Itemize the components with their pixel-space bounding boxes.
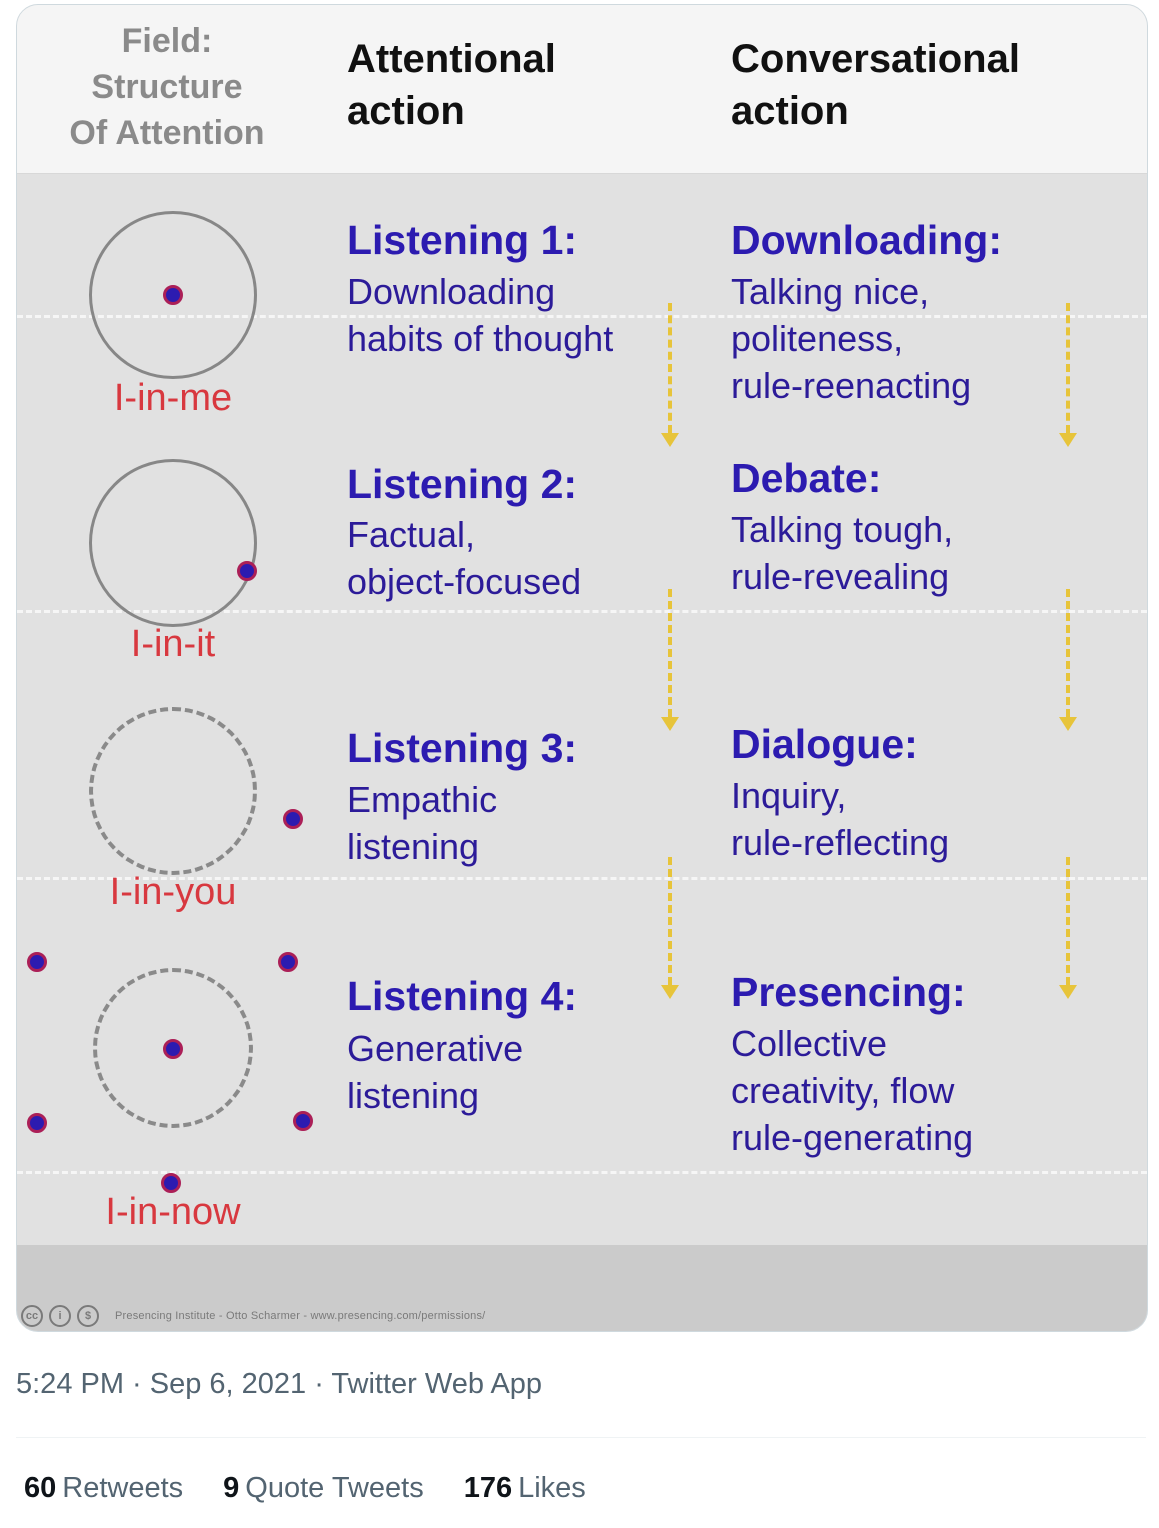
level-label-i-in-me: I-in-me xyxy=(113,377,233,419)
downloading-desc: Talking nice, politeness, rule-reenactin… xyxy=(731,269,971,409)
level-label-i-in-it: I-in-it xyxy=(130,623,216,665)
quote-tweets-count: 9 xyxy=(223,1472,240,1504)
attention-dot xyxy=(27,1113,47,1133)
conversation-desc-line: politeness, xyxy=(731,317,904,359)
attention-dot xyxy=(293,1111,313,1131)
likes-count: 176 xyxy=(463,1472,513,1504)
listening-1-desc: Downloading habits of thought xyxy=(347,269,613,363)
header-attentional: Attentional action xyxy=(347,33,687,137)
listening-desc-line: Downloading xyxy=(347,271,556,312)
debate-desc: Talking tough, rule-revealing xyxy=(731,507,953,601)
image-footer-strip xyxy=(17,1245,1147,1331)
listening-2-desc: Factual, object-focused xyxy=(347,512,581,606)
listening-desc-line: Generative xyxy=(347,1028,524,1069)
dialogue-desc: Inquiry, rule-reflecting xyxy=(731,773,949,867)
listening-desc-line: Empathic xyxy=(347,779,498,820)
by-icon: i xyxy=(49,1305,71,1327)
down-arrow-icon xyxy=(1059,857,1077,999)
tweet-image[interactable]: Field: Structure Of Attention Attentiona… xyxy=(16,4,1148,1332)
conversation-desc-line: Inquiry, xyxy=(731,775,847,816)
header-conversational-line: Conversational xyxy=(731,37,1020,81)
field-circle-dashed xyxy=(89,707,257,875)
cc-icon: cc xyxy=(21,1305,43,1327)
conversation-desc-line: creativity, flow xyxy=(731,1069,955,1111)
down-arrow-icon xyxy=(661,589,679,731)
listening-desc-line: habits of thought xyxy=(347,317,614,359)
attention-dot xyxy=(161,1173,181,1193)
listening-3-desc: Empathic listening xyxy=(347,777,497,871)
header-conversational: Conversational action xyxy=(731,33,1131,137)
row-divider xyxy=(17,877,1147,880)
header-attentional-line: Attentional xyxy=(347,37,556,81)
credit-text: Presencing Institute - Otto Scharmer - w… xyxy=(115,1310,486,1322)
listening-4-desc: Generative listening xyxy=(347,1026,523,1120)
downloading-title: Downloading: xyxy=(731,217,1003,263)
conversation-desc-line: rule-reenacting xyxy=(731,364,972,406)
listening-desc-line: listening xyxy=(347,825,480,867)
nc-icon: $ xyxy=(77,1305,99,1327)
attention-dot xyxy=(163,1039,183,1059)
license-credits: cc i $ Presencing Institute - Otto Schar… xyxy=(21,1305,485,1327)
row-divider xyxy=(17,1171,1147,1174)
listening-desc-line: listening xyxy=(347,1074,480,1116)
conversation-desc-line: Talking tough, xyxy=(731,509,954,550)
conversation-desc-line: Collective xyxy=(731,1023,888,1064)
tweet-timestamp[interactable]: 5:24 PM · Sep 6, 2021 · Twitter Web App xyxy=(16,1368,543,1400)
presencing-title: Presencing: xyxy=(731,969,966,1015)
conversation-desc-line: rule-revealing xyxy=(731,555,950,597)
quote-tweets-label: Quote Tweets xyxy=(245,1472,424,1504)
header-field: Field: Structure Of Attention xyxy=(37,19,297,157)
attention-dot xyxy=(237,561,257,581)
listening-desc-line: object-focused xyxy=(347,560,582,602)
down-arrow-icon xyxy=(661,303,679,447)
field-circle-dashed xyxy=(93,968,253,1128)
attention-dot xyxy=(27,952,47,972)
listening-3-title: Listening 3: xyxy=(347,725,578,771)
field-circle-solid xyxy=(89,459,257,627)
attention-dot xyxy=(283,809,303,829)
header-field-line: Of Attention xyxy=(69,113,265,152)
listening-2-title: Listening 2: xyxy=(347,461,578,507)
header-field-line: Field: xyxy=(121,22,213,60)
dialogue-title: Dialogue: xyxy=(731,721,918,767)
down-arrow-icon xyxy=(1059,303,1077,447)
debate-title: Debate: xyxy=(731,455,882,501)
down-arrow-icon xyxy=(661,857,679,999)
listening-1-title: Listening 1: xyxy=(347,217,578,263)
listening-desc-line: Factual, xyxy=(347,514,476,555)
row-divider xyxy=(17,315,1147,318)
down-arrow-icon xyxy=(1059,589,1077,731)
conversation-desc-line: Talking nice, xyxy=(731,271,930,312)
conversation-desc-line: rule-generating xyxy=(731,1116,974,1158)
header-field-line: Structure xyxy=(91,67,243,106)
conversation-desc-line: rule-reflecting xyxy=(731,821,950,863)
attention-dot xyxy=(278,952,298,972)
presencing-desc: Collective creativity, flow rule-generat… xyxy=(731,1021,973,1161)
level-label-i-in-you: I-in-you xyxy=(109,871,237,913)
header-conversational-line: action xyxy=(731,89,849,133)
retweets-label: Retweets xyxy=(62,1472,184,1504)
field-circle-solid xyxy=(89,211,257,379)
header-attentional-line: action xyxy=(347,89,465,133)
attention-dot xyxy=(163,285,183,305)
divider xyxy=(16,1437,1146,1438)
diagram-header: Field: Structure Of Attention Attentiona… xyxy=(17,5,1147,174)
retweets-count: 60 xyxy=(24,1472,57,1504)
row-divider xyxy=(17,610,1147,613)
listening-4-title: Listening 4: xyxy=(347,973,578,1019)
level-label-i-in-now: I-in-now xyxy=(105,1191,241,1233)
likes-label: Likes xyxy=(518,1472,586,1504)
